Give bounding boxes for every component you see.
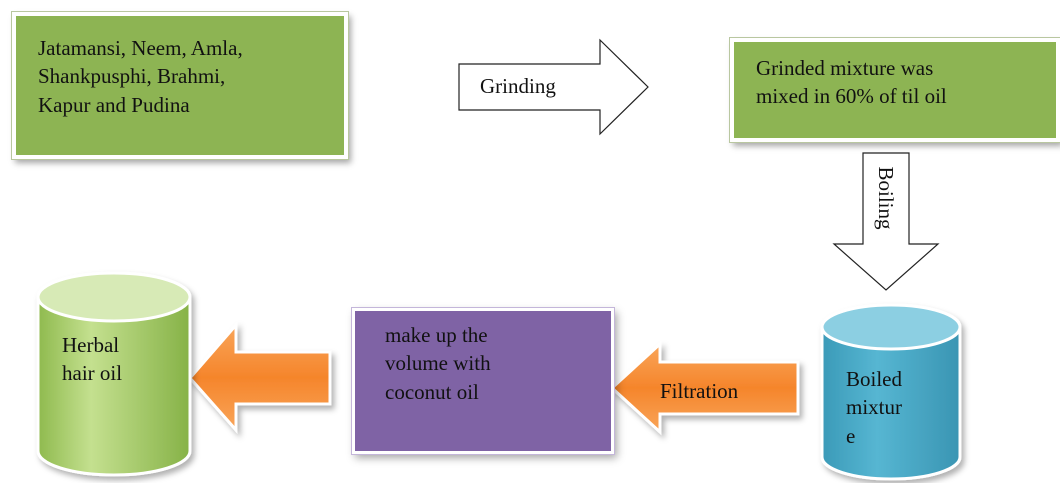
grinded-line-2: mixed in 60% of til oil	[756, 84, 947, 109]
boiled-line-2: mixtur	[846, 395, 902, 420]
grinded-mixture-box: Grinded mixture was mixed in 60% of til …	[730, 38, 1060, 142]
to-herbal-oil-arrow	[188, 320, 332, 434]
herbal-oil-cylinder	[36, 271, 192, 477]
herbal-line-2: hair oil	[62, 361, 123, 386]
boiled-mixture-cylinder	[820, 303, 962, 481]
make-up-volume-box: make up the volume with coconut oil	[352, 308, 614, 454]
filtration-arrow	[609, 340, 800, 436]
grinding-label: Grinding	[480, 74, 556, 98]
ingredients-line-2: Shankpusphi, Brahmi,	[38, 64, 226, 89]
grinding-arrow	[458, 38, 649, 136]
filtration-label: Filtration	[660, 379, 739, 403]
makeup-line-2: volume with	[385, 351, 491, 376]
herbal-line-1: Herbal	[62, 333, 120, 357]
boiled-line-3: e	[846, 423, 856, 445]
ingredients-line-1: Jatamansi, Neem, Amla,	[38, 36, 243, 60]
ingredients-line-3: Kapur and Pudina	[38, 92, 190, 117]
boiled-line-1: Boiled	[846, 367, 902, 391]
boiling-arrow	[832, 152, 940, 291]
herbal-oil-text: Herbal hair oil	[62, 331, 122, 388]
makeup-line-1: make up the	[385, 323, 488, 347]
grinded-line-1: Grinded mixture was	[756, 56, 934, 80]
ingredients-box: Jatamansi, Neem, Amla, Shankpusphi, Brah…	[12, 12, 348, 159]
makeup-line-3: coconut oil	[385, 379, 479, 404]
boiling-label: Boiling	[874, 166, 899, 230]
boiled-mixture-text: Boiled mixtur e	[846, 365, 946, 445]
